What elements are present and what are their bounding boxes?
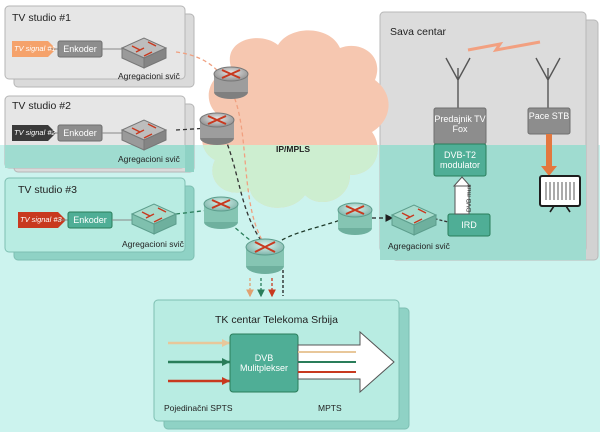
studio1-switch-label: Agregacioni svič <box>118 71 180 81</box>
studio1-internals <box>12 37 168 69</box>
ip-mpls-cloud <box>202 30 389 208</box>
studio2-encoder-label: Enkoder <box>63 128 97 138</box>
ird-label: IRD <box>461 220 477 230</box>
dvb-mux-box-label: DVB Mulitplekser <box>239 353 288 373</box>
routers <box>199 66 373 274</box>
studio2-title: TV studio #2 <box>12 100 71 112</box>
tk-title: TK centar Telekoma Srbija <box>215 314 338 326</box>
studio1-encoder-label: Enkoder <box>63 44 97 54</box>
studio1-title: TV studio #1 <box>12 12 71 24</box>
sava-internals <box>390 40 581 237</box>
studio3-title: TV studio #3 <box>18 184 77 196</box>
studio3-signal-label: TV signal #3 <box>20 215 62 224</box>
studio2-switch-label: Agregacioni svič <box>118 154 180 164</box>
sava-title: Sava centar <box>390 26 447 38</box>
mpts-label: MPTS <box>318 403 342 413</box>
studio3-encoder-label: Enkoder <box>73 215 107 225</box>
studio3-internals <box>18 203 178 235</box>
tk-internals <box>168 330 395 394</box>
dvb-mux-label: DVB mux <box>466 184 473 212</box>
transmitter-label: Predajnik TV Fox <box>434 114 486 134</box>
cloud-label: IP/MPLS <box>276 144 311 154</box>
studio1-signal-label: TV signal #1 <box>14 44 56 53</box>
studio2-internals <box>12 119 168 151</box>
spts-label: Pojedinačni SPTS <box>164 403 233 413</box>
stb-label: Pace STB <box>528 111 570 121</box>
studio3-switch-label: Agregacioni svič <box>122 239 184 249</box>
sava-switch-label: Agregacioni svič <box>388 241 450 251</box>
studio2-signal-label: TV signal #2 <box>14 128 56 137</box>
modulator-label: DVB-T2 modulator <box>439 150 481 170</box>
